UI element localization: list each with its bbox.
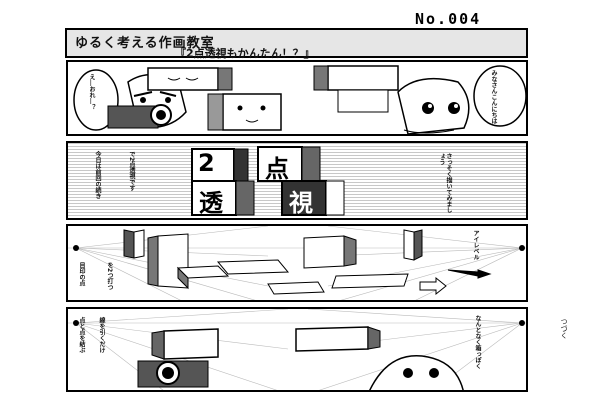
speech-text-left: え…おれ…？ (88, 74, 95, 110)
panel-4: 点と点を結ぶ 線を引くだけ なんとなく箱っぽく (66, 307, 528, 392)
panel-1: え…おれ…？ みなさんこんにちは (66, 60, 528, 136)
narration-p3-left-2: を2つ打つ (106, 262, 113, 291)
arrow-icon (447, 269, 492, 279)
cube-label-tou (191, 180, 237, 216)
episode-title: 『2点透視もかんたん！？』 (175, 47, 315, 60)
vanishing-point-right (519, 245, 525, 251)
big-text-tou: 透 (199, 189, 223, 217)
panel-2-art (191, 146, 345, 216)
panel-2: 2 点 透 視 今日は前回の続き で2点透視です さっそく描いてみましょう (66, 141, 528, 220)
narration-p3-right: アイレベル (472, 230, 479, 260)
issue-number: No.004 (415, 10, 482, 28)
cube-label-shi (281, 180, 327, 216)
narration-p4-right: なんとなく箱っぽく (474, 315, 481, 369)
character-girl-2 (369, 355, 464, 390)
big-text-2: 2 (198, 149, 215, 177)
narration-left: 今日は前回の続き (94, 151, 101, 199)
panel-1-art (73, 65, 526, 134)
box-left (163, 328, 219, 360)
cube-top-right (327, 65, 399, 91)
box-right (295, 326, 369, 352)
big-text-shi: 視 (289, 189, 313, 217)
narration-p4-left-2: 線を引くだけ (98, 317, 105, 353)
speech-bubble-right (473, 65, 526, 127)
panel-3-art (68, 226, 526, 300)
narration-right: さっそく描いてみましょう (438, 153, 452, 213)
cube-label-ten (257, 146, 303, 182)
narration-p3-left: 目印の点 (78, 262, 85, 286)
vanishing-point-left (73, 245, 79, 251)
speech-text-right: みなさんこんにちは (490, 70, 497, 124)
cube-center (222, 93, 282, 131)
speech-bubble-left (73, 69, 119, 131)
panel-4-art (68, 309, 526, 390)
cube-top-left (147, 67, 219, 91)
series-title: ゆるく考える作画教室 (75, 36, 215, 51)
margin-note: つづく (560, 318, 568, 339)
big-text-ten: 点 (265, 155, 289, 183)
narration-p4-left: 点と点を結ぶ (78, 317, 85, 353)
panel-3: 目印の点 を2つ打つ アイレベル (66, 224, 528, 302)
title-banner: ゆるく考える作画教室 『2点透視もかんたん！？』 (65, 28, 528, 60)
narration-left-2: で2点透視です (128, 151, 135, 192)
